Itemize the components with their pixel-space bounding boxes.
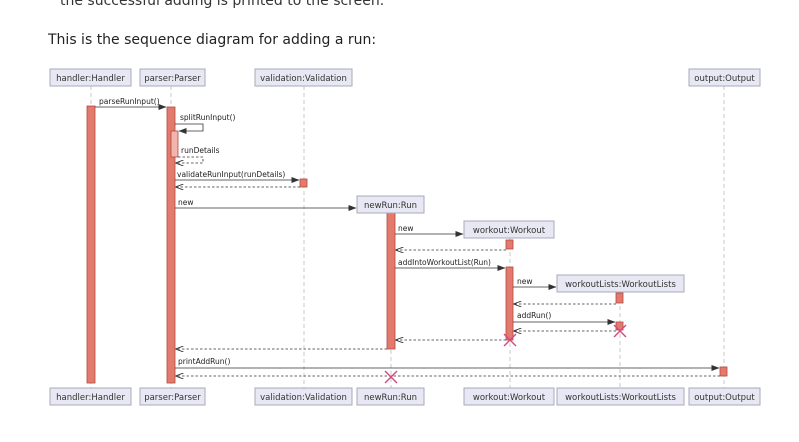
- cut-off-text: the successful adding is printed to the …: [60, 0, 385, 9]
- participant-output-bottom: output:Output: [688, 387, 761, 406]
- activation-newrun: [386, 212, 396, 350]
- participant-validation-top-label: validation:Validation: [260, 74, 347, 84]
- participant-newrun-created-label: newRun:Run: [364, 201, 417, 211]
- destroy-mark-newrun: [384, 370, 398, 384]
- participant-handler-top-label: handler:Handler: [56, 74, 125, 84]
- participant-handler-top: handler:Handler: [49, 68, 132, 87]
- participant-validation-top: validation:Validation: [254, 68, 353, 87]
- label-new-run: new: [178, 198, 194, 207]
- activation-parser: [166, 106, 176, 384]
- participant-newrun-bottom-label: newRun:Run: [364, 393, 417, 403]
- participant-validation-bottom: validation:Validation: [254, 387, 353, 406]
- arrow-split-run-input: [175, 123, 204, 134]
- activation-validation: [299, 178, 308, 188]
- label-split-run-input: splitRunInput(): [180, 113, 236, 122]
- label-add-into-workout-list: addIntoWorkoutList(Run): [398, 258, 491, 267]
- participant-handler-bottom: handler:Handler: [49, 387, 132, 406]
- participant-workoutlists-created-label: workoutLists:WorkoutLists: [565, 280, 676, 290]
- participant-parser-top-label: parser:Parser: [144, 74, 201, 84]
- participant-parser-bottom-label: parser:Parser: [144, 393, 201, 403]
- participant-workout-bottom: workout:Workout: [463, 387, 555, 406]
- participant-handler-bottom-label: handler:Handler: [56, 393, 125, 403]
- activation-workout-add: [505, 266, 514, 341]
- participant-workoutlists-bottom: workoutLists:WorkoutLists: [556, 387, 685, 406]
- participant-workout-created: workout:Workout: [463, 220, 555, 239]
- label-validate-run-input: validateRunInput(runDetails): [177, 170, 285, 179]
- label-run-details: runDetails: [181, 146, 220, 155]
- intro-text: This is the sequence diagram for adding …: [48, 32, 377, 48]
- participant-parser-top: parser:Parser: [139, 68, 206, 87]
- participant-output-top: output:Output: [688, 68, 761, 87]
- participant-workout-created-label: workout:Workout: [473, 226, 546, 236]
- activation-parser-nested: [170, 130, 179, 158]
- label-add-run: addRun(): [517, 311, 551, 320]
- destroy-mark-workout: [503, 333, 517, 347]
- participant-output-bottom-label: output:Output: [694, 393, 755, 403]
- destroy-mark-workoutlists: [613, 324, 627, 338]
- label-print-add-run: printAddRun(): [178, 357, 230, 366]
- arrow-run-details: [176, 156, 204, 163]
- label-parse-run-input: parseRunInput(): [99, 97, 160, 106]
- participant-newrun-bottom: newRun:Run: [356, 387, 425, 406]
- participant-workoutlists-created: workoutLists:WorkoutLists: [556, 274, 685, 293]
- label-new-workout: new: [398, 224, 414, 233]
- participant-validation-bottom-label: validation:Validation: [260, 393, 347, 403]
- label-new-workout-lists: new: [517, 277, 533, 286]
- activation-handler: [86, 105, 96, 384]
- activation-workout-new: [505, 239, 514, 250]
- activation-output: [719, 366, 728, 377]
- activation-workoutlists-new: [615, 292, 624, 304]
- participant-workoutlists-bottom-label: workoutLists:WorkoutLists: [565, 393, 676, 403]
- participant-workout-bottom-label: workout:Workout: [473, 393, 546, 403]
- participant-parser-bottom: parser:Parser: [139, 387, 206, 406]
- participant-newrun-created: newRun:Run: [356, 195, 425, 214]
- participant-output-top-label: output:Output: [694, 74, 755, 84]
